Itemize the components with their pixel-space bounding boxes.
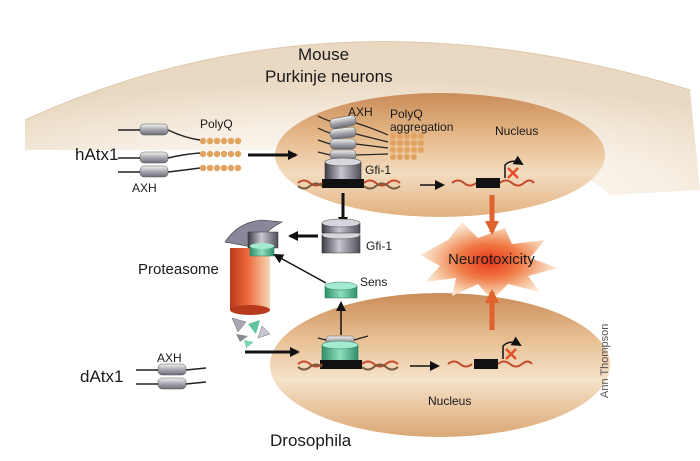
mouse-title: Mouse [298,45,350,64]
datx1-label: dAtx1 [80,367,124,386]
transcription-block-bottom [447,336,533,369]
gfi1-free-label: Gfi-1 [366,239,393,253]
nucleus-top-label: Nucleus [495,124,539,138]
mouse-subtitle: Purkinje neurons [265,67,393,86]
transcription-block-icon [451,155,535,188]
credit-label: Ann Thompson [599,323,611,398]
neurotoxicity-label: Neurotoxicity [448,251,535,268]
sens-label: Sens [360,275,388,289]
axh-stack [317,115,389,161]
drosophila-cell-body [270,293,610,437]
proteasome-label: Proteasome [138,261,219,278]
proteasome-icon [224,219,284,315]
axh-label-nucleus: AXH [348,105,373,119]
dna-strand-bottom [297,360,399,371]
nucleus-bottom-label: Nucleus [428,394,472,408]
drosophila-label: Drosophila [270,431,352,450]
polyq-label: PolyQ [200,117,233,131]
mouse-cell-body [25,41,700,195]
axh-label-bottom-left: AXH [157,351,182,365]
arrow-sens-to-proteasome [273,254,327,284]
sens-nucleus-icon [317,335,369,369]
polyq-aggregation-label-2: aggregation [390,120,454,134]
nucleus-top [275,93,605,217]
polyq-aggregate [390,133,424,160]
polyq-aggregation-label-1: PolyQ [390,107,423,121]
gfi1-nucleus-label: Gfi-1 [365,163,392,177]
neurotoxicity-burst-icon [420,222,558,300]
degraded-fragments [231,317,271,348]
hatx1-molecules [118,123,201,178]
gfi1-protein-icon [322,157,364,188]
sens-protein-icon [324,281,358,299]
datx1-molecules [136,363,207,390]
gfi1-free-icon [321,218,361,254]
polyq-chain-icon [199,137,242,172]
axh-label-top-left: AXH [132,181,157,195]
dna-strand-icon [297,179,401,190]
hatx1-label: hAtx1 [75,145,119,164]
